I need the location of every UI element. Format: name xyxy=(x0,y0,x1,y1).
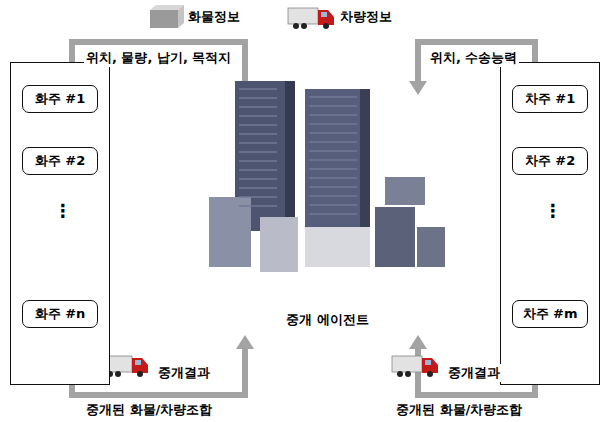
carrier-box: 차주 #m xyxy=(512,300,588,328)
arrow-head xyxy=(236,335,254,349)
arrow-head xyxy=(409,335,427,349)
result-heading: 중개결과 xyxy=(156,364,212,382)
edge-label: 위치, 물량, 납기, 목적지 xyxy=(84,49,233,67)
shipper-box: 화주 #1 xyxy=(22,85,98,113)
agent-label: 중개 에이전트 xyxy=(205,311,450,329)
box-label: 화주 #n xyxy=(35,305,86,323)
shipper-box: 화주 #n xyxy=(22,300,98,328)
carrier-box: 차주 #1 xyxy=(512,85,588,113)
cargo-icon xyxy=(150,5,184,28)
arrow-head xyxy=(409,81,427,95)
owner-group-panel: 차주 #1 차주 #2 차주 #m xyxy=(500,62,600,385)
info-heading: 차량정보 xyxy=(338,8,394,26)
carrier-box: 차주 #2 xyxy=(512,147,588,175)
edge-label: 위치, 수송능력 xyxy=(428,49,519,67)
box-label: 차주 #m xyxy=(523,305,578,323)
owner-group-panel: 화주 #1 화주 #2 화주 #n xyxy=(10,62,110,385)
ellipsis: ⋮ xyxy=(542,200,564,221)
box-label: 차주 #2 xyxy=(525,152,575,170)
server-illustration xyxy=(205,77,450,287)
box-label: 차주 #1 xyxy=(525,90,575,108)
edge-label: 중개된 화물/차량조합 xyxy=(84,401,214,419)
ellipsis: ⋮ xyxy=(52,200,74,221)
result-heading: 중개결과 xyxy=(446,364,502,382)
info-heading: 화물정보 xyxy=(186,8,242,26)
edge-label: 중개된 화물/차량조합 xyxy=(394,401,524,419)
broker-agent: 중개 에이전트 xyxy=(205,95,450,335)
truck-icon xyxy=(392,356,438,377)
box-label: 화주 #1 xyxy=(35,90,85,108)
box-label: 화주 #2 xyxy=(35,152,85,170)
truck-icon xyxy=(288,8,334,29)
shipper-box: 화주 #2 xyxy=(22,147,98,175)
